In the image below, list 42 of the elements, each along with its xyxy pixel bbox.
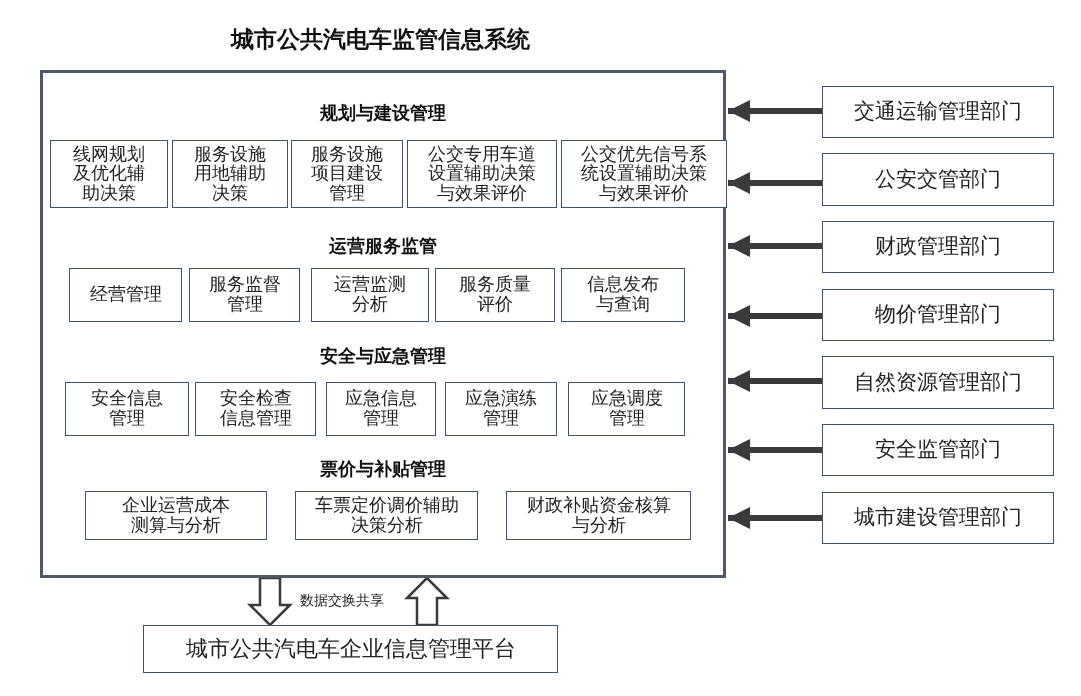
arrow (728, 235, 822, 257)
section-heading: 规划与建设管理 (319, 103, 447, 124)
function-box: 服务质量评价 (435, 268, 555, 322)
arrow (728, 439, 822, 461)
function-box: 公交优先信号系统设置辅助决策与效果评价 (561, 140, 727, 208)
arrow (728, 172, 822, 194)
diagram-title: 城市公共汽电车监管信息系统 (229, 25, 531, 54)
function-box: 公交专用车道设置辅助决策与效果评价 (407, 140, 557, 208)
department-box: 物价管理部门 (822, 289, 1054, 341)
department-box: 自然资源管理部门 (822, 356, 1054, 409)
department-box: 公安交管部门 (822, 153, 1054, 206)
arrow (728, 100, 822, 122)
arrow (728, 305, 822, 327)
department-box: 财政管理部门 (822, 221, 1054, 273)
hollow-arrow (247, 576, 293, 627)
function-box: 安全信息管理 (65, 382, 189, 436)
department-box: 交通运输管理部门 (822, 86, 1054, 138)
function-box: 车票定价调价辅助决策分析 (295, 491, 478, 540)
function-box: 运营监测分析 (311, 268, 429, 322)
section-heading: 安全与应急管理 (319, 346, 447, 367)
section-heading: 运营服务监管 (328, 236, 438, 257)
function-box: 应急信息管理 (326, 382, 436, 436)
function-box: 服务监督管理 (189, 268, 300, 322)
function-box: 财政补贴资金核算与分析 (506, 491, 691, 540)
department-box: 安全监管部门 (822, 424, 1054, 476)
platform-box: 城市公共汽电车企业信息管理平台 (143, 625, 558, 673)
section-heading: 票价与补贴管理 (319, 459, 447, 480)
edge-label: 数据交换共享 (300, 592, 384, 610)
hollow-arrow (404, 576, 450, 627)
system-frame (40, 70, 726, 578)
function-box: 安全检查信息管理 (195, 382, 316, 436)
arrow (728, 507, 822, 529)
function-box: 应急演练管理 (445, 382, 557, 436)
function-box: 经营管理 (69, 268, 182, 322)
function-box: 应急调度管理 (568, 382, 685, 436)
function-box: 线网规划及优化辅助决策 (50, 140, 168, 208)
function-box: 服务设施项目建设管理 (291, 140, 403, 208)
department-box: 城市建设管理部门 (822, 492, 1054, 544)
function-box: 服务设施用地辅助决策 (172, 140, 288, 208)
arrow (728, 370, 822, 392)
function-box: 信息发布与查询 (561, 268, 685, 322)
function-box: 企业运营成本测算与分析 (85, 491, 267, 540)
